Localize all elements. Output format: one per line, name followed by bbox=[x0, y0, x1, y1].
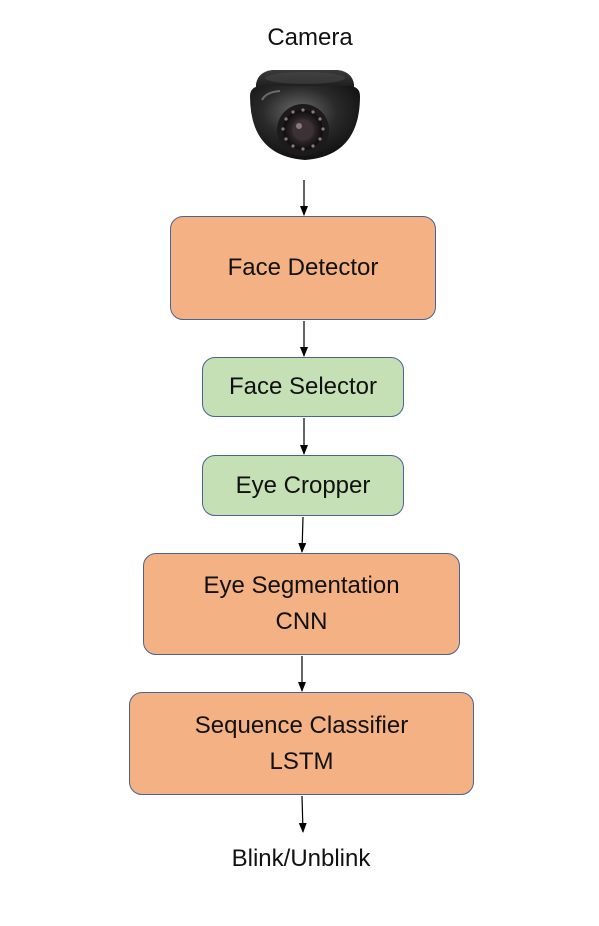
eye-cropper-block: Eye Cropper bbox=[202, 455, 404, 516]
eye-segmentation-label: Eye Segmentation bbox=[203, 572, 400, 599]
face-selector-block: Face Selector bbox=[202, 357, 404, 417]
camera-label: Camera bbox=[267, 24, 353, 51]
eye-segmentation-block: Eye Segmentation CNN bbox=[143, 553, 460, 655]
eye-segmentation-model-label: CNN bbox=[275, 608, 328, 635]
face-selector-label: Face Selector bbox=[228, 373, 378, 400]
sequence-classifier-label: Sequence Classifier bbox=[194, 711, 409, 739]
eye-cropper-label: Eye Cropper bbox=[235, 471, 371, 499]
arrow-eye-cropper-to-eye-segmentation bbox=[298, 516, 307, 553]
face-detector-label: Face Detector bbox=[227, 254, 379, 281]
output-label: Blink/Unblink bbox=[231, 845, 371, 872]
arrow-sequence-classifier-to-output bbox=[298, 795, 307, 833]
face-detector-block: Face Detector bbox=[170, 216, 436, 320]
sequence-classifier-block: Sequence Classifier LSTM bbox=[129, 692, 474, 795]
sequence-classifier-model-label: LSTM bbox=[269, 747, 334, 775]
